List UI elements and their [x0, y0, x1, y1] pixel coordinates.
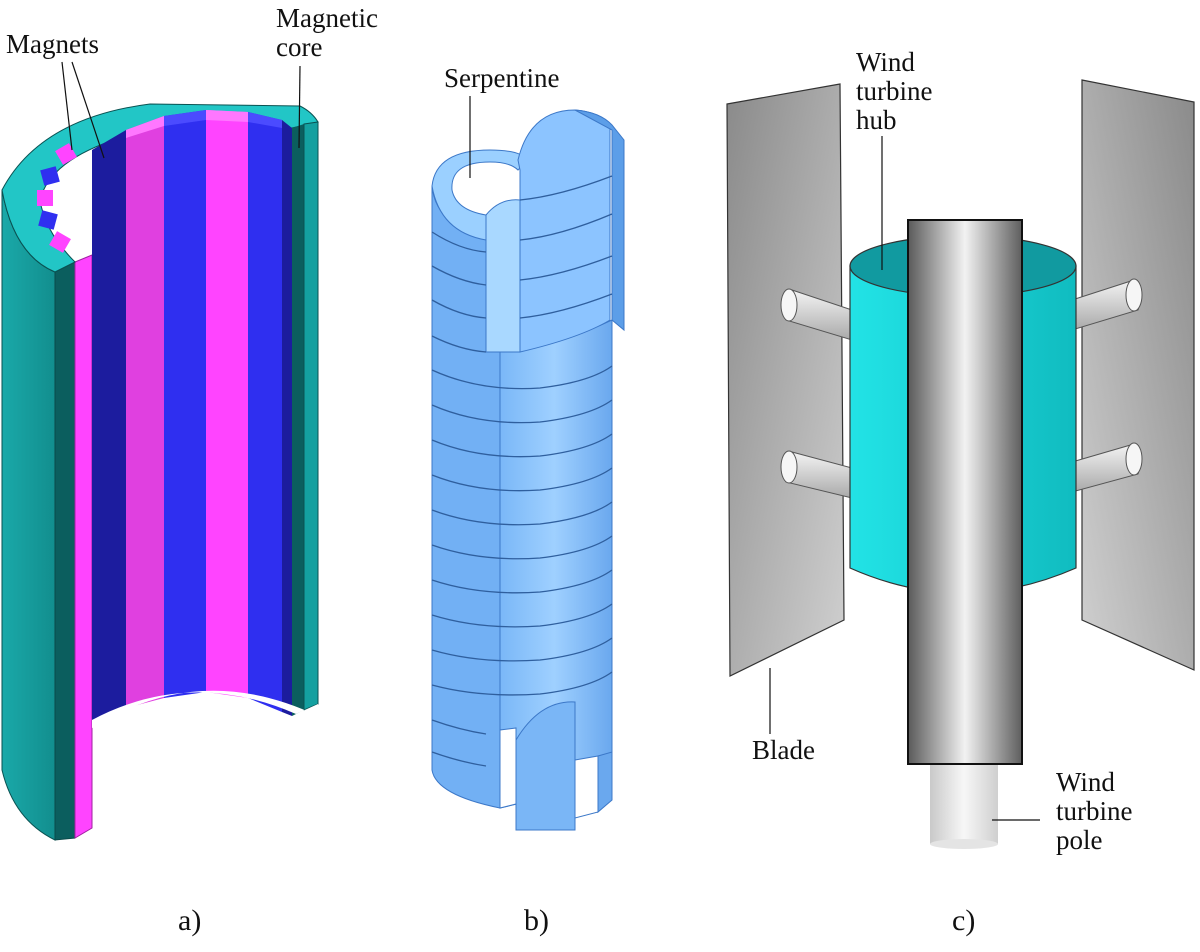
right-blade: [1081, 79, 1195, 671]
caption-b: b): [524, 904, 549, 937]
serpentine-rings: [431, 175, 613, 767]
label-serpentine: Serpentine: [444, 63, 560, 93]
magnet-strips: [92, 110, 292, 720]
caption-a: a): [178, 904, 202, 937]
label-magnetic-core: Magnetic core: [276, 3, 378, 62]
magnetic-core-right-face: [292, 124, 304, 716]
magnet-cut-strip: [74, 254, 93, 839]
panel-c-wind-turbine: [726, 79, 1195, 849]
magnetic-core-right-face-outer: [303, 121, 319, 711]
left-blade: [726, 83, 845, 677]
central-shaft: [907, 219, 1023, 765]
label-blade: Blade: [752, 735, 815, 765]
wind-turbine-pole: [930, 764, 998, 844]
panel-a-generator: [1, 61, 319, 841]
panel-a-leaders: [61, 61, 301, 159]
panel-b-serpentine: [431, 96, 625, 831]
serpentine-bottom-arch: [515, 701, 576, 831]
label-magnets: Magnets: [6, 29, 99, 59]
magnetic-core-shell: [1, 189, 56, 841]
blade-arms: [780, 278, 1143, 499]
label-wind-turbine-hub: Wind turbine hub: [856, 47, 933, 135]
label-wind-turbine-pole: Wind turbine pole: [1056, 767, 1133, 855]
magnetic-core-cut-edge: [54, 261, 76, 841]
panel-c-leaders: [769, 136, 1040, 821]
caption-c: c): [952, 904, 976, 937]
serpentine-inner-wall: [485, 199, 521, 353]
serpentine-bottom-slot: [499, 727, 517, 809]
